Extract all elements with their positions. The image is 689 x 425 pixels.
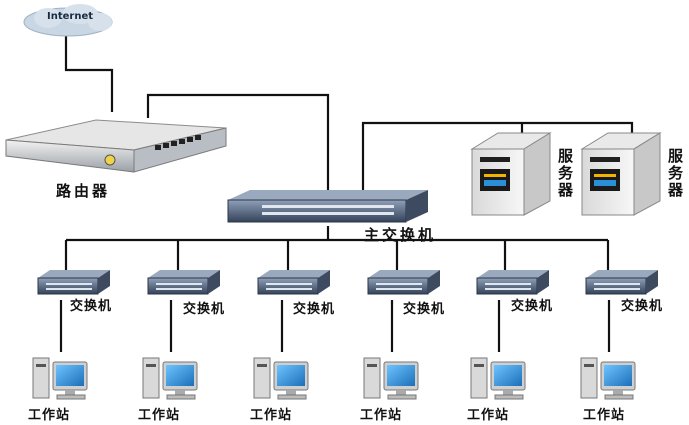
workstation-icon <box>363 357 419 400</box>
internet-cloud-icon <box>23 4 113 37</box>
switch-label-1: 交换机 <box>70 299 113 314</box>
workstation-icon <box>253 357 309 400</box>
network-cables <box>59 36 634 352</box>
workstation-label-4: 工作站 <box>360 408 403 423</box>
switch-icon <box>585 270 658 295</box>
switch-icon <box>367 270 440 295</box>
workstation-icon <box>580 357 636 400</box>
workstation-icon <box>470 357 526 400</box>
switch-label-4: 交换机 <box>403 302 446 317</box>
server-label-2: 服务器 <box>666 148 684 199</box>
router-label: 路由器 <box>56 182 111 200</box>
cable-internet-router <box>64 36 114 112</box>
switch-icon <box>476 270 549 295</box>
main-switch-label: 主交换机 <box>364 226 437 244</box>
workstation-icon <box>142 357 198 400</box>
router-icon <box>5 119 227 173</box>
main-switch-icon <box>227 190 428 223</box>
switch-icon <box>257 270 330 295</box>
switch-icon <box>147 270 220 295</box>
cable-router-main-switch <box>146 93 330 195</box>
switch-label-6: 交换机 <box>621 299 664 314</box>
switch-label-2: 交换机 <box>183 302 226 317</box>
server-label-1: 服务器 <box>556 148 574 199</box>
workstation-label-1: 工作站 <box>28 408 71 423</box>
server-icon <box>580 132 662 216</box>
server-icon <box>470 132 552 216</box>
internet-label: Internet <box>47 11 94 22</box>
workstation-label-5: 工作站 <box>467 408 510 423</box>
workstation-label-3: 工作站 <box>250 408 293 423</box>
switch-label-5: 交换机 <box>511 299 554 314</box>
workstation-icon <box>32 357 88 400</box>
workstation-label-2: 工作站 <box>138 408 181 423</box>
switch-label-3: 交换机 <box>293 302 336 317</box>
workstation-label-6: 工作站 <box>583 408 626 423</box>
switch-icon <box>37 270 110 295</box>
